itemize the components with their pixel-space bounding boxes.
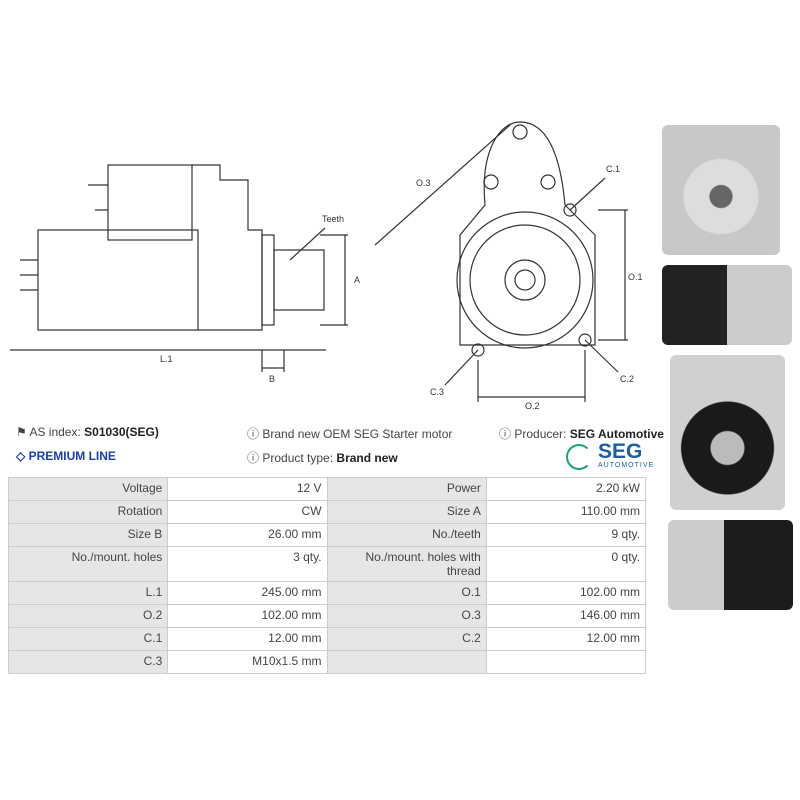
tag-icon: ⚑ (16, 425, 27, 439)
spec-value: CW (167, 500, 328, 524)
o2-label: O.2 (525, 401, 540, 410)
info-icon: ⓘ (247, 451, 260, 465)
o1-label: O.1 (628, 272, 643, 282)
spec-label: Rotation (7, 500, 169, 524)
spec-label: Voltage (7, 477, 169, 501)
spec-value: 102.00 mm (167, 604, 328, 628)
l1-label: L.1 (160, 354, 173, 364)
premium-line-badge: ◇ PREMIUM LINE (16, 449, 116, 463)
spec-label: O.2 (7, 604, 169, 628)
description: ⓘ Brand new OEM SEG Starter motor (247, 427, 453, 441)
size-a-label: A (354, 275, 360, 285)
spec-label: Size B (7, 523, 169, 547)
spec-label: O.1 (326, 581, 487, 605)
seg-logo: SEG AUTOMOTIVE (566, 440, 653, 470)
spec-value: 3 qty. (167, 546, 328, 582)
c1-label: C.1 (606, 164, 620, 174)
spec-value: 0 qty. (485, 546, 647, 582)
spec-value: 9 qty. (485, 523, 647, 547)
product-photo-side (662, 265, 792, 345)
diamond-icon: ◇ (16, 449, 26, 463)
c3-label: C.3 (430, 387, 444, 397)
spec-label: Power (326, 477, 487, 501)
product-photo-front (662, 125, 780, 255)
product-type: ⓘ Product type: Brand new (247, 451, 398, 465)
spec-value: 146.00 mm (485, 604, 647, 628)
c2-label: C.2 (620, 374, 634, 384)
spec-label: Size A (326, 500, 487, 524)
spec-label (326, 650, 487, 674)
producer: ⓘ Producer: SEG Automotive (499, 427, 664, 441)
front-view-drawing (374, 121, 628, 402)
spec-value: 26.00 mm (167, 523, 328, 547)
side-view-drawing (10, 164, 348, 372)
spec-value: M10x1.5 mm (167, 650, 328, 674)
spec-label: C.2 (326, 627, 487, 651)
spec-label: No./teeth (326, 523, 487, 547)
logo-ring (566, 444, 592, 470)
spec-value: 245.00 mm (167, 581, 328, 605)
spec-label: No./mount. holes (7, 546, 169, 582)
as-index: ⚑ AS index: S01030(SEG) (16, 425, 159, 439)
spec-label: O.3 (326, 604, 487, 628)
product-photo-angle (668, 520, 793, 610)
spec-value: 12.00 mm (485, 627, 647, 651)
spec-value: 12 V (167, 477, 328, 501)
spec-label: C.1 (7, 627, 169, 651)
info-icon: ⓘ (499, 427, 512, 441)
size-b-label: B (269, 374, 275, 384)
product-photo-rear (670, 355, 785, 510)
teeth-label: Teeth (322, 214, 344, 224)
spec-label: No./mount. holes with thread (326, 546, 487, 582)
spec-value (485, 650, 647, 674)
spec-value: 12.00 mm (167, 627, 328, 651)
spec-value: 102.00 mm (485, 581, 647, 605)
technical-drawing: Teeth A B L.1 O.3 C.1 O.1 C.2 O.2 C.3 (10, 121, 643, 410)
as-index-value: S01030(SEG) (84, 425, 159, 439)
info-icon: ⓘ (247, 427, 260, 441)
spec-value: 110.00 mm (485, 500, 647, 524)
spec-label: C.3 (7, 650, 169, 674)
spec-label: L.1 (7, 581, 169, 605)
spec-value: 2.20 kW (485, 477, 647, 501)
o3-label: O.3 (416, 178, 431, 188)
